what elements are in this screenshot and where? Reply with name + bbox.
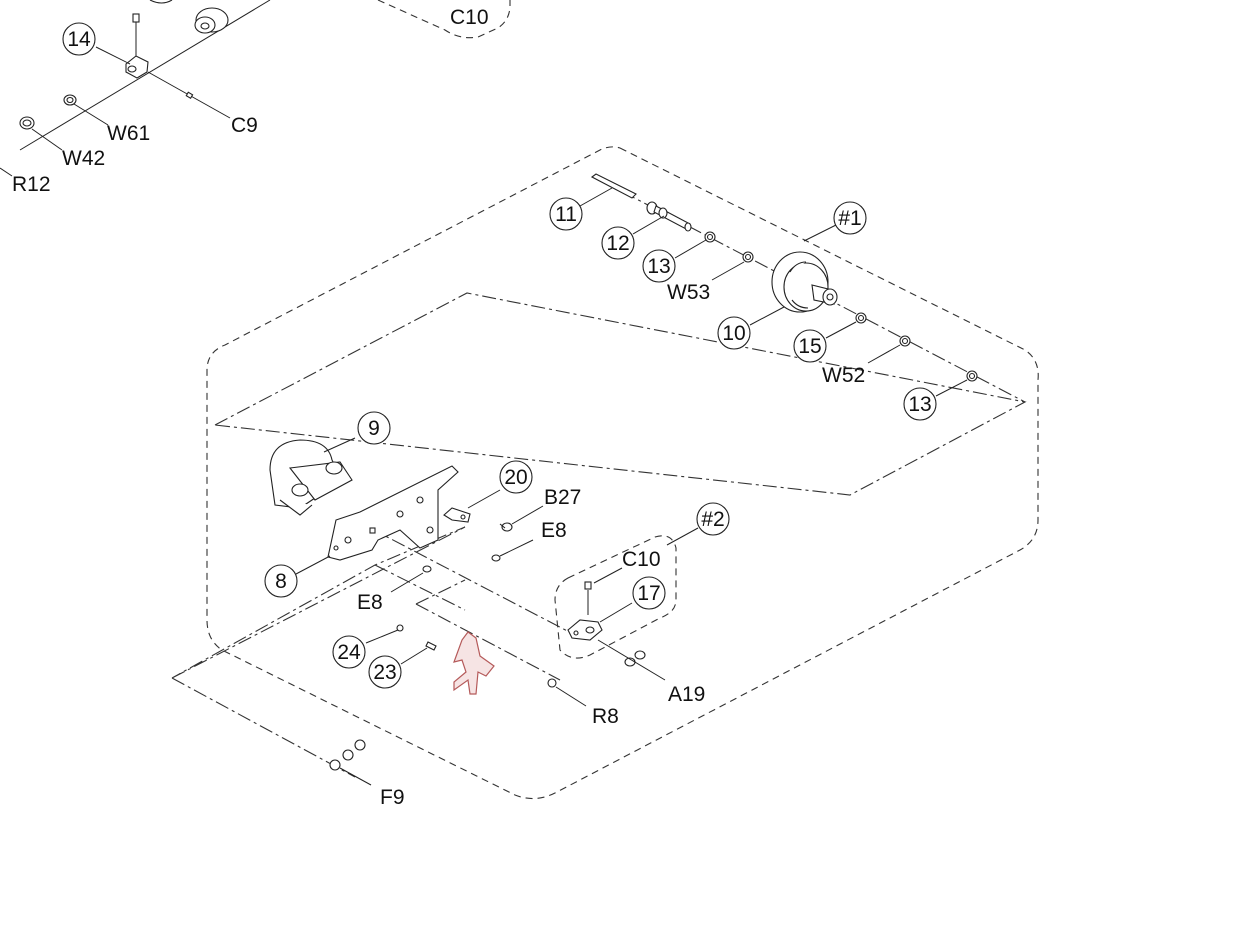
- lower-boundary: [171, 526, 466, 679]
- svg-text:23: 23: [373, 661, 396, 684]
- collar-part-14: [125, 55, 149, 79]
- callout-10: 10: [717, 316, 751, 350]
- svg-text:24: 24: [337, 641, 361, 664]
- screws-a19: [624, 650, 646, 667]
- svg-text:15: 15: [798, 335, 821, 358]
- plate-part-20: [443, 507, 471, 523]
- svg-text:17: 17: [637, 582, 660, 605]
- pulley-top: [194, 7, 229, 34]
- svg-text:14: 14: [67, 28, 91, 51]
- top-shaft-line: [19, 0, 271, 151]
- label-w53: W53: [667, 281, 710, 304]
- label-c10-top: C10: [450, 6, 489, 29]
- ball-part-24: [396, 624, 404, 632]
- lever-highlight-part: [453, 631, 495, 695]
- ring-r8: [547, 678, 557, 688]
- svg-text:13: 13: [647, 255, 670, 278]
- set-screw-c10-top: [132, 13, 140, 23]
- svg-text:9: 9: [368, 417, 380, 440]
- svg-text:11: 11: [555, 203, 577, 226]
- shaft-part-12: [646, 201, 692, 232]
- svg-text:20: 20: [504, 466, 527, 489]
- callout-assembly-1: #1: [833, 201, 867, 235]
- callout-23: 23: [368, 655, 402, 689]
- label-c10: C10: [622, 548, 661, 571]
- callout-24: 24: [332, 635, 366, 669]
- spring-part-23: [425, 641, 437, 651]
- callout-8: 8: [264, 564, 298, 598]
- lower-assembly: [171, 437, 587, 786]
- label-w52: W52: [822, 364, 865, 387]
- label-r12: R12: [12, 173, 51, 196]
- set-screw-c9: [185, 91, 194, 99]
- callout-13-upper: 13: [642, 249, 676, 283]
- label-w61: W61: [107, 122, 150, 145]
- callout-12: 12: [601, 226, 635, 260]
- label-a19: A19: [668, 683, 705, 706]
- svg-text:10: 10: [722, 322, 745, 345]
- callout-14: 14: [62, 22, 96, 56]
- screw-e8-lower: [422, 565, 432, 573]
- callout-13-lower: 13: [903, 387, 937, 421]
- callout-17: 17: [632, 576, 666, 610]
- drum-part-10: [771, 251, 838, 313]
- assembly-1: [214, 173, 1027, 496]
- callout-11: 11: [549, 197, 583, 231]
- svg-text:8: 8: [275, 570, 287, 593]
- svg-text:12: 12: [606, 232, 629, 255]
- motor-part-9: [269, 439, 353, 516]
- bracket-part-8: [327, 465, 459, 561]
- assembly-2: [554, 527, 699, 681]
- label-w42: W42: [62, 147, 105, 170]
- label-e8-lower: E8: [357, 591, 383, 614]
- svg-text:#1: #1: [838, 207, 861, 230]
- top-left-assembly: [0, 0, 511, 177]
- set-screw-c10: [584, 581, 592, 590]
- svg-text:#2: #2: [701, 508, 724, 531]
- top-group-boundary: [377, 0, 511, 39]
- screw-e8-upper: [491, 554, 501, 562]
- label-r8: R8: [592, 705, 619, 728]
- assembly-2-boundary: [554, 535, 677, 659]
- collar-part-17: [567, 619, 603, 641]
- screws-f9: [329, 739, 366, 771]
- label-f9: F9: [380, 786, 405, 809]
- callout-15: 15: [793, 329, 827, 363]
- screw-b27: [499, 522, 513, 532]
- callout-9: 9: [357, 411, 391, 445]
- label-c9: C9: [231, 114, 258, 137]
- svg-text:13: 13: [908, 393, 931, 416]
- callout-assembly-2: #2: [696, 502, 730, 536]
- label-b27: B27: [544, 486, 581, 509]
- outer-group-boundary: [206, 146, 1039, 800]
- pin-part-11: [590, 173, 637, 199]
- label-e8-upper: E8: [541, 519, 567, 542]
- callout-20: 20: [499, 460, 533, 494]
